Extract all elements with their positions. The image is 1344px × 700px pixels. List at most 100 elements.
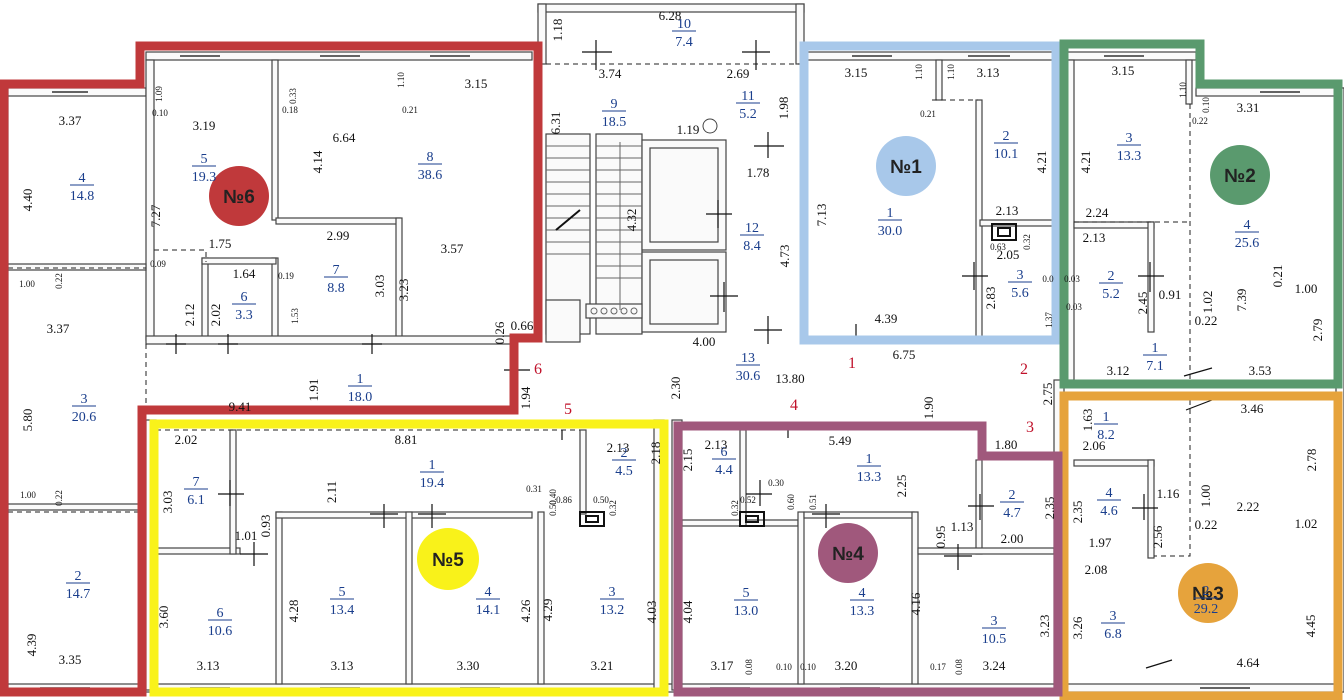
room-number: 3 — [1126, 131, 1133, 146]
room-area: 6.1 — [187, 493, 205, 508]
room-label: 214.7 — [66, 569, 91, 602]
room-area: 8.8 — [327, 281, 345, 296]
dimension-label: 0.33 — [288, 88, 298, 104]
dimension-label: 2.22 — [1237, 499, 1260, 514]
room-area: 8.4 — [743, 239, 761, 254]
dimension-label: 0.22 — [1195, 313, 1218, 328]
room-label: 313.3 — [1117, 131, 1142, 164]
dimension-label: 1.10 — [1178, 82, 1188, 98]
dimension-label: 0.60 — [786, 494, 796, 510]
room-area: 7.4 — [675, 35, 693, 50]
apartment-2-outline — [1059, 39, 1343, 389]
room-area: 18.5 — [602, 115, 627, 130]
room-label: 64.4 — [712, 445, 736, 478]
room-number: 1 — [887, 206, 894, 221]
dimension-label: 4.26 — [518, 599, 533, 622]
dimension-label: 1.09 — [154, 86, 164, 102]
corridor-markers: 1 2 3 4 5 6 — [534, 355, 1034, 436]
room-label: 78.8 — [324, 263, 348, 296]
apartment-badge-2[interactable]: №2 — [1210, 145, 1270, 205]
dimension-label: 1.53 — [290, 308, 300, 324]
dimension-label: 4.45 — [1303, 615, 1318, 638]
dimension-label: 2.02 — [175, 432, 198, 447]
dimension-label: 0.32 — [1022, 234, 1032, 250]
room-label: 513.0 — [734, 586, 759, 619]
room-label: 24.5 — [612, 446, 636, 479]
dimension-label: 3.46 — [1241, 401, 1264, 416]
dimension-label: 0.03 — [1066, 302, 1082, 312]
dimension-label: 0.10 — [776, 662, 792, 672]
dimension-label: 4.39 — [875, 311, 898, 326]
room-label: 25.2 — [1099, 269, 1123, 302]
dimension-label: 2.25 — [894, 475, 909, 498]
dimension-label: 1.01 — [235, 528, 258, 543]
room-number: 5 — [339, 585, 346, 600]
room-label: 513.4 — [330, 585, 355, 618]
dimension-label: 3.20 — [835, 658, 858, 673]
dimension-label: 2.13 — [1083, 230, 1106, 245]
dimension-label: 2.56 — [1150, 525, 1165, 548]
dimension-label: 1.19 — [677, 122, 700, 137]
room-label: 119.4 — [420, 458, 445, 491]
dimension-label: 3.57 — [441, 241, 464, 256]
dimension-label: 3.23 — [1037, 615, 1052, 638]
room-number: 6 — [241, 290, 248, 305]
room-label: 113.3 — [857, 452, 882, 485]
dimension-label: 0.10 — [1201, 97, 1211, 113]
dimension-label: 3.60 — [156, 606, 171, 629]
dimension-label: 2.78 — [1304, 449, 1319, 472]
room-label: 36.8 — [1101, 609, 1125, 642]
svg-text:№5: №5 — [432, 550, 464, 571]
dimension-label: 3.13 — [331, 658, 354, 673]
apartment-outlines — [0, 39, 1343, 700]
dimension-label: 1.10 — [396, 72, 406, 88]
dimension-label: 4.39 — [24, 634, 39, 657]
dimension-label: 1.80 — [995, 437, 1018, 452]
apartment-badge-3[interactable]: №3 — [1178, 563, 1238, 623]
dimension-label: 2.13 — [705, 437, 728, 452]
dimension-label: 2.13 — [607, 440, 630, 455]
dimension-label: 1.18 — [550, 19, 565, 42]
dimension-label: 3.12 — [1107, 363, 1130, 378]
apartment-badge-6[interactable]: №6 — [209, 166, 269, 226]
room-number: 9 — [611, 97, 618, 112]
room-number: 2 — [75, 569, 82, 584]
dimension-label: 1.10 — [946, 64, 956, 80]
room-label: 413.3 — [850, 586, 875, 619]
dimension-label: 3.15 — [465, 76, 488, 91]
dimension-label: 2.02 — [208, 304, 223, 327]
dimension-label: 6.64 — [333, 130, 356, 145]
dimension-label: 3.74 — [599, 66, 622, 81]
room-area: 5.2 — [1102, 287, 1120, 302]
room-labels: 107.4918.5115.2128.41330.6414.8519.3838.… — [66, 17, 1260, 647]
dimension-label: 1.00 — [19, 279, 35, 289]
room-area: 13.0 — [734, 604, 759, 619]
dimension-label: 2.45 — [1135, 292, 1150, 315]
room-number: 4 — [79, 171, 86, 186]
room-label: 425.6 — [1235, 218, 1260, 251]
dimension-label: 2.18 — [648, 442, 663, 465]
dimension-label: 0.21 — [402, 105, 418, 115]
dimension-label: 3.13 — [197, 658, 220, 673]
dimension-label: 0.26 — [492, 321, 507, 344]
room-number: 4 — [485, 585, 492, 600]
dimension-label: 0.93 — [258, 515, 273, 538]
apartment-badge-5[interactable]: №5 — [417, 528, 479, 590]
room-number: 8 — [427, 150, 434, 165]
room-area: 4.7 — [1003, 506, 1021, 521]
marker-6: 6 — [534, 361, 542, 378]
apartment-3-outline — [1059, 391, 1343, 700]
room-label: 115.2 — [736, 89, 760, 122]
dimension-label: 8.81 — [395, 432, 418, 447]
dimension-label: 0.10 — [800, 662, 816, 672]
apartment-badge-1[interactable]: №1 — [876, 136, 936, 196]
apartment-4-outline — [673, 421, 1063, 697]
dimension-label: 0.91 — [1159, 287, 1182, 302]
room-area: 8.2 — [1097, 428, 1115, 443]
room-label: 320.6 — [72, 392, 97, 425]
apartment-badge-4[interactable]: №4 — [818, 523, 878, 583]
dimension-label: 0.63 — [990, 242, 1006, 252]
room-number: 2 — [1003, 129, 1010, 144]
room-area: 29.2 — [1194, 602, 1219, 617]
